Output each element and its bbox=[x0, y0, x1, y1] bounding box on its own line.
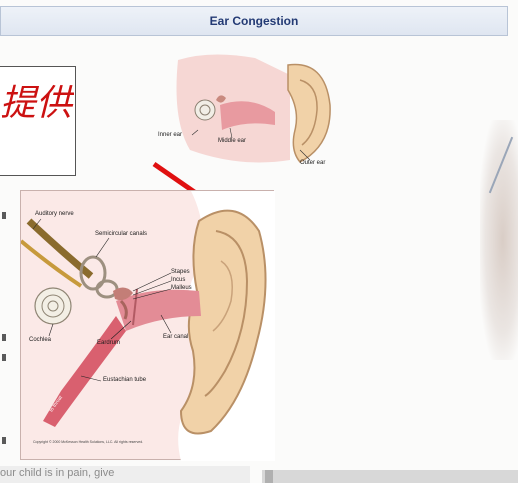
ear-anatomy-drawing bbox=[21, 191, 275, 461]
callout-text: 提供 bbox=[0, 83, 74, 123]
annotation-callout: 提供 bbox=[0, 66, 76, 176]
margin-mark bbox=[2, 354, 6, 361]
label-cochlea: Cochlea bbox=[29, 337, 51, 343]
side-decoration bbox=[480, 120, 518, 360]
bottom-text: our child is in pain, give bbox=[0, 467, 114, 479]
label-eardrum: Eardrum bbox=[97, 340, 120, 346]
label-outer-ear: Outer ear bbox=[300, 160, 325, 166]
label-incus: Incus bbox=[171, 277, 185, 283]
copyright-note: Copyright © 2000 McKesson Health Solutio… bbox=[33, 440, 143, 444]
ear-anatomy-diagram: Auditory nerve Semicircular canals Stape… bbox=[20, 190, 274, 460]
label-inner-ear: Inner ear bbox=[158, 132, 182, 138]
margin-mark bbox=[2, 334, 6, 341]
bottom-text-strip: our child is in pain, give bbox=[0, 466, 250, 483]
page-title: Ear Congestion bbox=[1, 14, 507, 28]
bottom-gray-mark bbox=[265, 470, 273, 483]
margin-mark bbox=[2, 437, 6, 444]
label-ear-canal: Ear canal bbox=[163, 334, 188, 340]
label-auditory-nerve: Auditory nerve bbox=[35, 211, 74, 217]
label-stapes: Stapes bbox=[171, 269, 190, 275]
label-semicircular-canals: Semicircular canals bbox=[95, 231, 147, 237]
margin-mark bbox=[2, 212, 6, 219]
label-malleus: Malleus bbox=[171, 285, 192, 291]
bottom-gray-bar bbox=[262, 470, 518, 483]
label-eustachian-tube: Eustachian tube bbox=[103, 377, 146, 383]
header-bar: Ear Congestion bbox=[0, 6, 508, 36]
label-middle-ear: Middle ear bbox=[218, 138, 246, 144]
